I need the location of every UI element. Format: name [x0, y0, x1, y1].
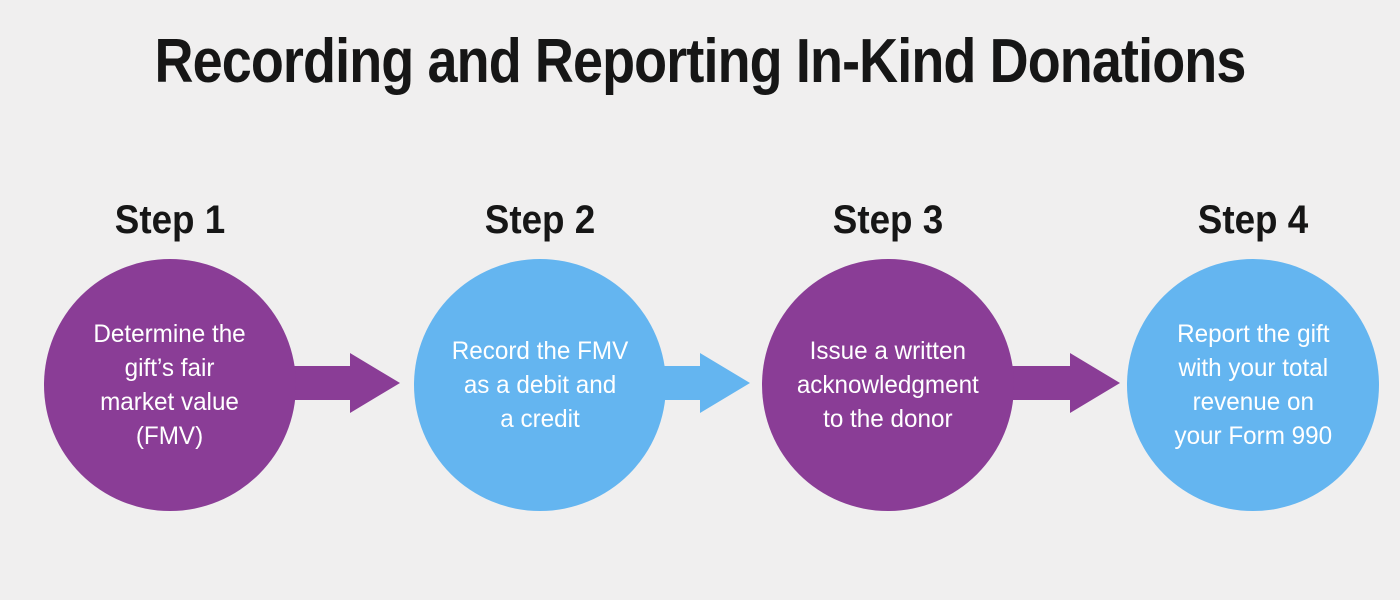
step-4-circle: Report the gift with your total revenue … [1127, 259, 1379, 511]
arrow-right-shape [1000, 353, 1120, 413]
step-3-circle: Issue a written acknowledgment to the do… [762, 259, 1014, 511]
step-3-label: Step 3 [832, 198, 944, 242]
page-title: Recording and Reporting In-Kind Donation… [154, 27, 1246, 96]
arrow-right-shape [280, 353, 400, 413]
step-1-circle: Determine the gift’s fair market value (… [44, 259, 296, 511]
step-3-text: Issue a written acknowledgment to the do… [797, 337, 979, 433]
step-4-label: Step 4 [1197, 198, 1309, 242]
arrow-right-icon [280, 353, 400, 413]
step-4-text: Report the gift with your total revenue … [1174, 320, 1332, 450]
step-1-label: Step 1 [114, 198, 226, 242]
step-2-label: Step 2 [484, 198, 596, 242]
arrow-right-icon [1000, 353, 1120, 413]
step-2-text: Record the FMV as a debit and a credit [451, 337, 629, 433]
step-2-circle: Record the FMV as a debit and a credit [414, 259, 666, 511]
step-1-text: Determine the gift’s fair market value (… [93, 320, 247, 450]
